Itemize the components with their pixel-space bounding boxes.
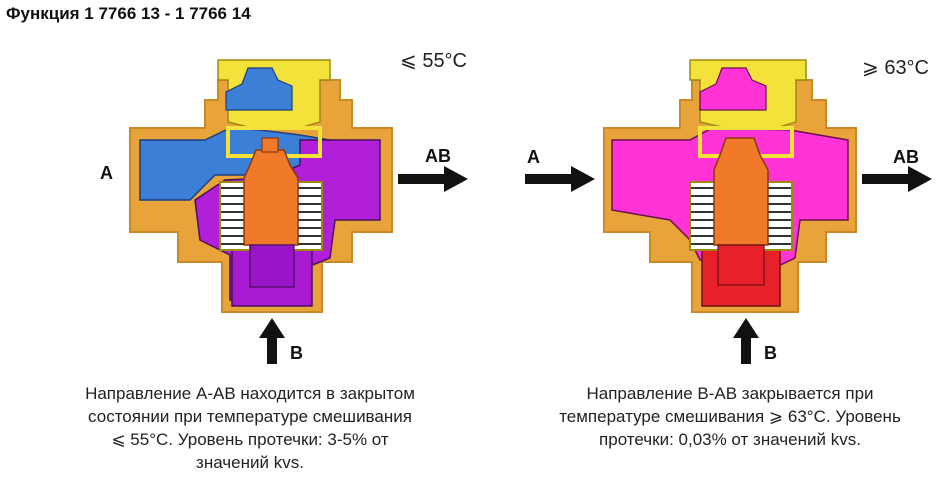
left-arrow-b bbox=[259, 318, 285, 364]
right-description-line: Направление B-AB закрывается при bbox=[586, 384, 874, 403]
left-port-ab-label: AB bbox=[425, 146, 451, 166]
right-temperature-label: ⩾ 63°C bbox=[862, 57, 930, 79]
left-valve bbox=[129, 59, 468, 364]
left-description-line: Направление A-AB находится в закрытом bbox=[85, 384, 415, 403]
left-port-b-label: B bbox=[290, 343, 303, 363]
left-description-line: значений kvs. bbox=[196, 453, 304, 472]
right-arrow-b bbox=[733, 318, 759, 364]
right-valve bbox=[525, 59, 932, 364]
right-arrow-a bbox=[525, 166, 595, 192]
right-port-a-label: A bbox=[527, 147, 540, 167]
right-port-ab-label: AB bbox=[893, 147, 919, 167]
left-port-a-label: A bbox=[100, 163, 113, 183]
right-port-b-label: B bbox=[764, 343, 777, 363]
left-description-line: ⩽ 55°C. Уровень протечки: 3-5% от bbox=[111, 430, 389, 449]
right-arrow-ab bbox=[862, 166, 932, 192]
left-description-line: состоянии при температуре смешивания bbox=[88, 407, 412, 426]
right-description: Направление B-AB закрывается при темпера… bbox=[520, 382, 940, 451]
right-description-line: температуре смешивания ⩾ 63°C. Уровень bbox=[559, 407, 901, 426]
left-arrow-ab bbox=[398, 166, 468, 192]
left-temperature-label: ⩽ 55°C bbox=[400, 50, 468, 72]
right-description-line: протечки: 0,03% от значений kvs. bbox=[599, 430, 861, 449]
page-title: Функция 1 7766 13 - 1 7766 14 bbox=[6, 4, 251, 23]
left-description: Направление A-AB находится в закрытом со… bbox=[30, 382, 470, 474]
